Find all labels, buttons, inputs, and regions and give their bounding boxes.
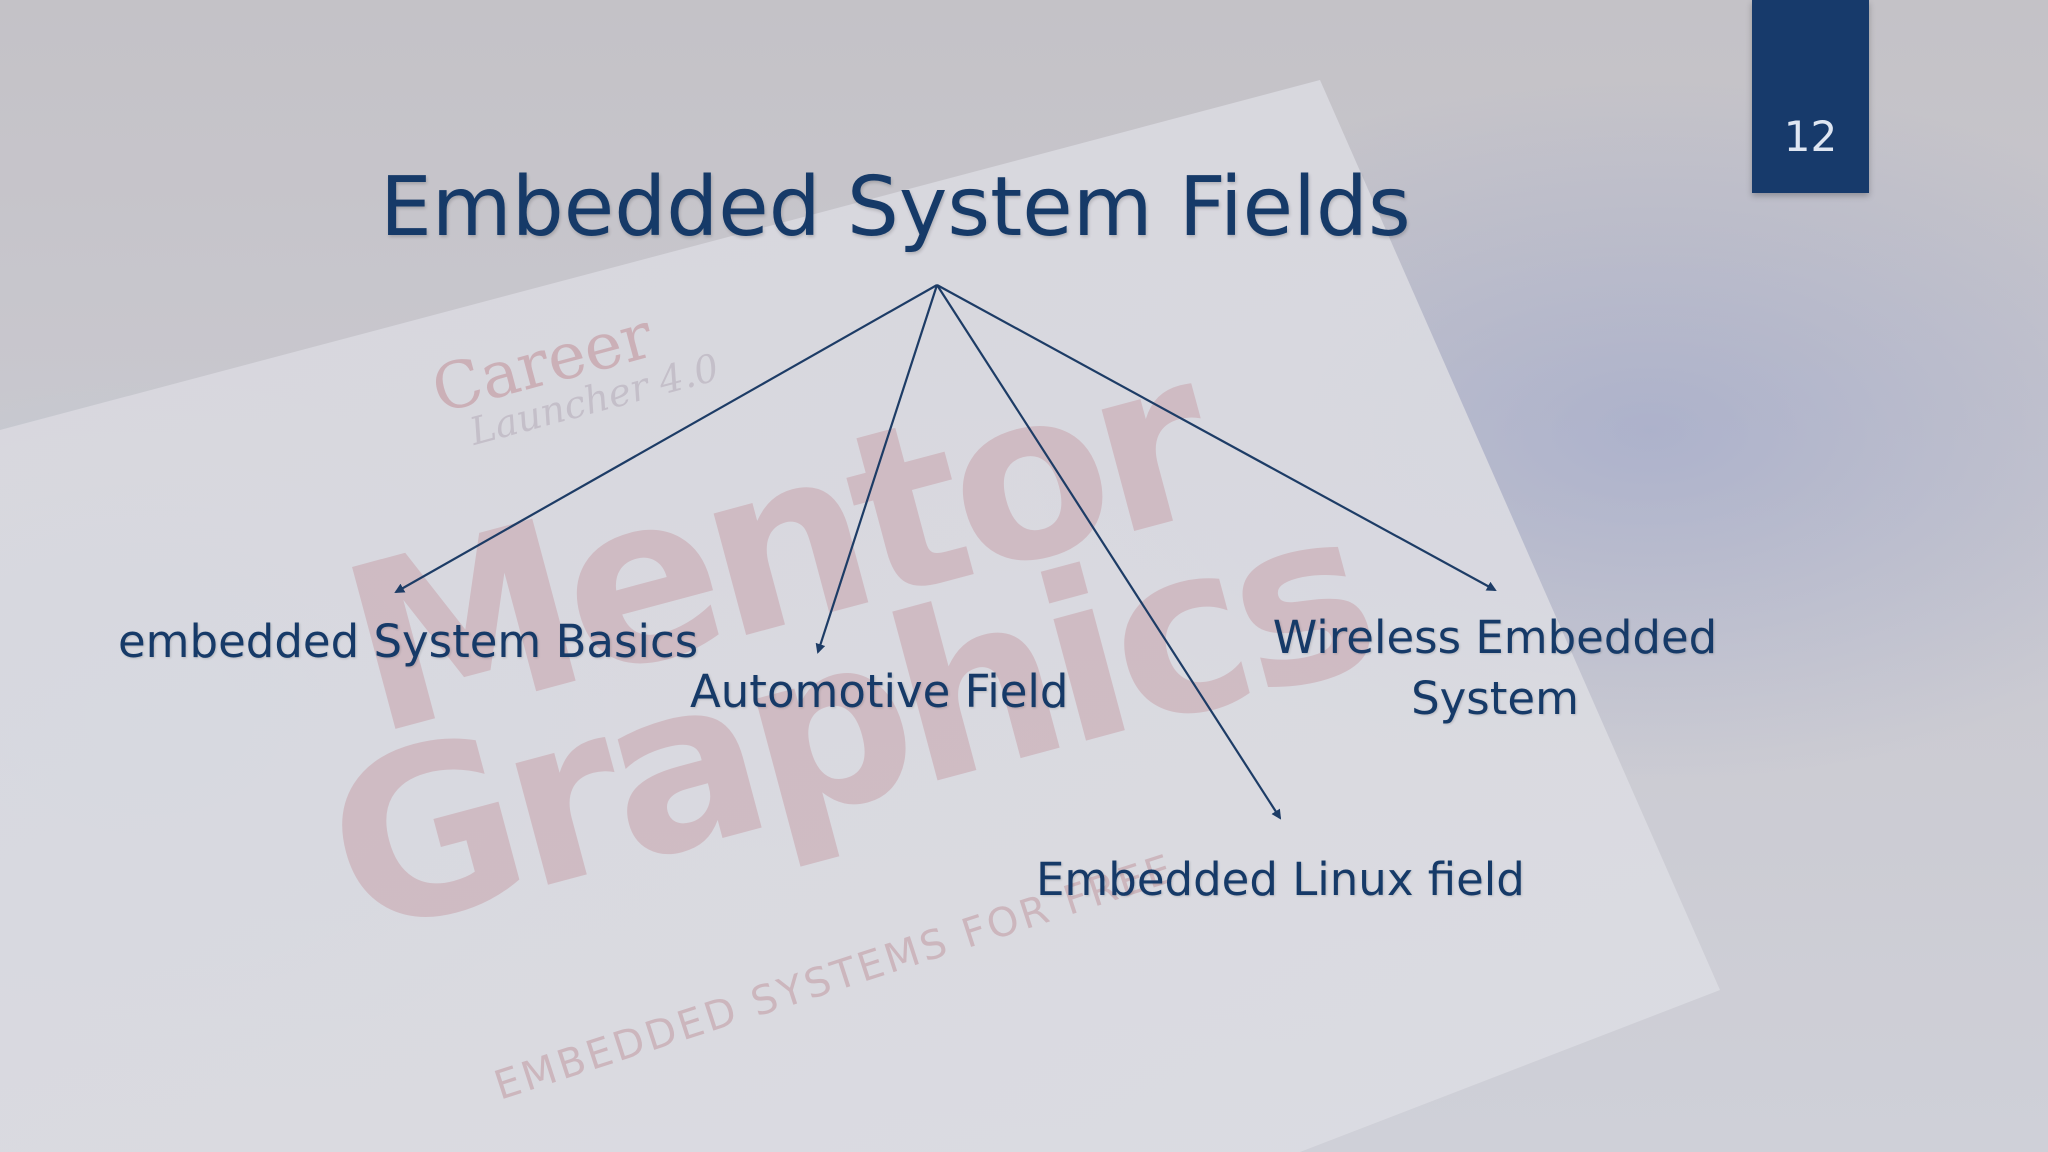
arrow-to-automotive <box>815 284 939 654</box>
node-embedded-system-basics: embedded System Basics <box>118 615 699 668</box>
node-embedded-linux-field: Embedded Linux field <box>1036 853 1525 906</box>
page-number-badge: 12 <box>1752 0 1869 193</box>
node-automotive-field: Automotive Field <box>690 665 1069 718</box>
slide-title: Embedded System Fields <box>380 160 1411 255</box>
node-wireless-embedded-system: Wireless Embedded System <box>1272 611 1718 725</box>
paper-sheet <box>0 80 1720 1152</box>
arrow-to-basics <box>394 284 938 593</box>
arrow-to-linux <box>936 284 1282 820</box>
page-number: 12 <box>1783 112 1838 161</box>
arrow-to-wireless <box>936 284 1497 591</box>
